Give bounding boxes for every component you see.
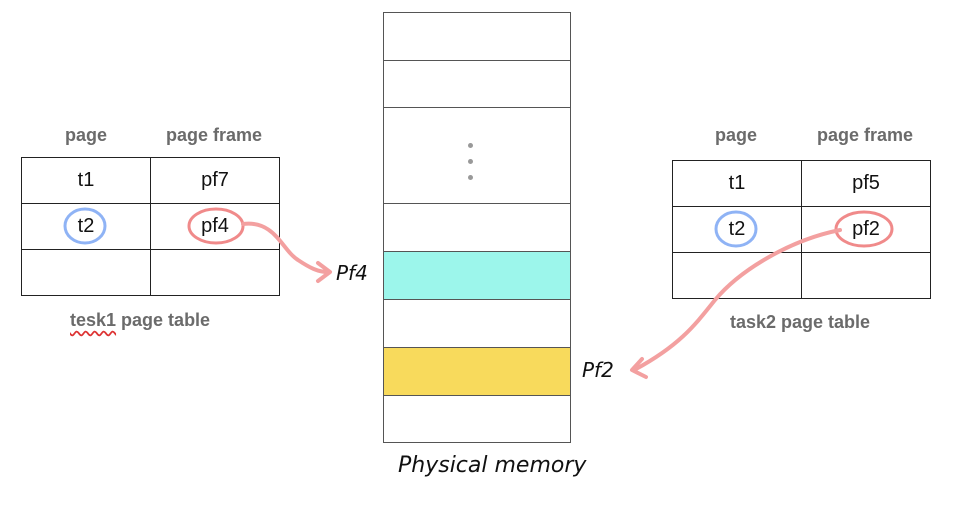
physical-memory-title: Physical memory (398, 453, 587, 478)
memory-frame (384, 396, 570, 443)
task1-page-cell (21, 249, 151, 296)
task2-caption: task2 page table (730, 312, 871, 332)
arrow-to-pf2 (634, 228, 842, 371)
memory-frame-pf4 (384, 252, 570, 300)
memory-frame (384, 61, 570, 108)
ellipsis-dot (468, 143, 473, 148)
task2-frame-cell (801, 252, 931, 299)
arrow-head-pf4 (316, 261, 332, 283)
task1-header-page-frame: page frame (165, 125, 263, 145)
task1-caption-rest: page table (116, 310, 211, 330)
pf4-label: Pf4 (336, 261, 368, 285)
memory-frame-pf2 (384, 348, 570, 396)
task1-frame-circle (187, 207, 245, 245)
task1-header-page: page (64, 125, 107, 145)
task2-frame-cell: pf5 (801, 160, 931, 207)
memory-frame-ellipsis (384, 108, 570, 204)
ellipsis-dot (468, 175, 473, 180)
task1-caption: tesk1 page table (70, 310, 210, 331)
memory-frame (384, 204, 570, 252)
table-row (672, 252, 931, 299)
task2-header-page-frame: page frame (816, 125, 914, 145)
table-row (21, 249, 280, 296)
task1-caption-name: tesk1 (70, 310, 117, 330)
task2-page-cell (672, 252, 802, 299)
ellipsis-dot (468, 159, 473, 164)
task2-page-table: t1 pf5 t2 pf2 (672, 160, 931, 299)
task1-page-cell: t1 (21, 157, 151, 204)
arrow-to-pf4 (241, 221, 330, 274)
task2-page-circle (714, 210, 758, 248)
task1-frame-cell (150, 249, 280, 296)
pf2-label: Pf2 (582, 358, 614, 382)
memory-frame (384, 300, 570, 348)
table-row: t1 pf5 (672, 160, 931, 207)
task2-frame-circle (834, 210, 894, 248)
memory-frame (384, 13, 570, 61)
task2-header-page: page (714, 125, 757, 145)
physical-memory (383, 12, 571, 443)
task1-page-circle (63, 207, 107, 245)
arrow-head-pf2 (630, 357, 648, 379)
